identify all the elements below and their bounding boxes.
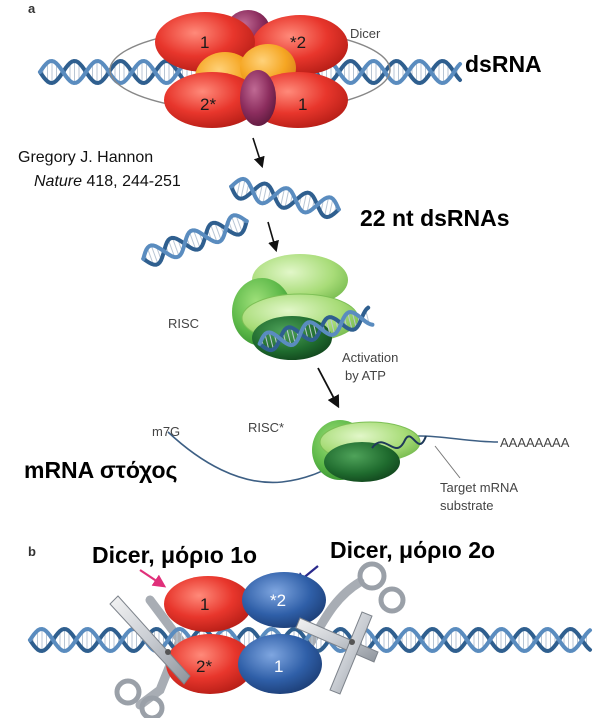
helix-base-pair [302, 192, 308, 212]
target-pointer [434, 445, 461, 479]
polya-label: AAAAAAAA [500, 435, 570, 450]
helix-base-pair [351, 312, 357, 329]
dicer1-subunit-bottom: 2* [196, 657, 212, 676]
activation-label-line1: Activation [342, 350, 398, 365]
helix-base-pair [262, 184, 268, 204]
dicer-molecule-2-label: Dicer, μόριο 2ο [330, 537, 495, 563]
helix-base-pair [328, 198, 334, 217]
helix-base-pair [188, 231, 197, 250]
citation-volume-pages: 418, 244-251 [82, 173, 181, 190]
dicer-subunit-2-bottom: 2* [200, 95, 216, 114]
activation-label-line2: by ATP [345, 368, 386, 383]
cap-label: m7G [152, 424, 180, 439]
helix-base-pair [286, 327, 292, 346]
dicer2-subunit-top: *2 [270, 591, 286, 610]
helix-base-pair [214, 222, 222, 241]
dicer-complex [155, 10, 348, 128]
arrow-activation [317, 367, 340, 409]
dicer-molecule-1-label: Dicer, μόριο 1ο [92, 542, 257, 568]
risc-label: RISC [168, 316, 199, 331]
dicer-helicase-bottom [240, 70, 276, 126]
helix-base-pair [280, 188, 285, 207]
panel-a-label: a [28, 1, 36, 16]
helix-base-pair [231, 216, 239, 235]
helix-base-pair [307, 322, 314, 340]
citation-author: Gregory J. Hannon [18, 149, 153, 166]
helix-base-pair [290, 327, 296, 344]
dicer1-subunit-top: 1 [200, 595, 209, 614]
arrow-dicer-1 [139, 569, 167, 588]
helix-base-pair [235, 215, 243, 233]
sirna-helix-upper [229, 176, 341, 220]
helix-backbone [257, 305, 371, 353]
helix-base-pair [193, 230, 201, 249]
helix-base-pair [167, 239, 176, 258]
dicer1-top [164, 576, 252, 632]
dicer-paz-bottom-left [164, 72, 260, 128]
helix-backbone [229, 181, 341, 220]
risc-active-label: RISC* [248, 420, 284, 435]
helix-backbone [257, 309, 375, 348]
risc-active-dark-green [324, 442, 400, 482]
helix-backbone [141, 213, 249, 261]
small-rna-label: 22 nt dsRNAs [360, 205, 510, 231]
sirna-helix-lower [141, 213, 249, 267]
dicer-label: Dicer [350, 26, 381, 41]
helix-base-pair [324, 197, 330, 217]
mrna-target-label: mRNA στόχος [24, 457, 177, 483]
arrow-dicing [252, 137, 265, 169]
panel-b-label: b [28, 544, 36, 559]
helix-backbone [229, 176, 341, 215]
risc-active-guide-strand [371, 435, 427, 449]
helix-base-pair [258, 183, 263, 202]
helix-base-pair [264, 333, 270, 350]
dicer-subunit-2-top: *2 [290, 33, 306, 52]
helix-base-pair [329, 317, 336, 335]
dsrna-label: dsRNA [465, 51, 542, 77]
helix-base-pair [150, 245, 159, 265]
risc-active-complex [312, 420, 421, 482]
scissors-right-blade [295, 611, 379, 695]
helix-base-pair [171, 237, 180, 257]
helix-base-pair [268, 332, 274, 350]
helix-base-pair [284, 188, 290, 208]
helix-backbone [141, 219, 249, 267]
helix-base-pair [146, 247, 154, 265]
dicer2-bottom [238, 634, 322, 694]
dicer2-top [242, 572, 326, 628]
helix-base-pair [236, 179, 241, 197]
risc-bound-sirna [257, 305, 375, 353]
arrow-risc-loading [267, 221, 279, 253]
citation-journal: Nature [34, 173, 82, 190]
dicer2-subunit-bottom: 1 [274, 657, 283, 676]
scissors-left-blade [109, 595, 191, 685]
helix-base-pair [210, 223, 218, 243]
target-label-line2: substrate [440, 498, 493, 513]
dicer-subunit-1-top: 1 [200, 33, 209, 52]
dicer-subunit-1-bottom: 1 [298, 95, 307, 114]
helix-base-pair [325, 318, 331, 335]
target-label-line1: Target mRNA [440, 480, 518, 495]
helix-base-pair [347, 312, 353, 330]
helix-base-pair [306, 193, 312, 213]
helix-base-pair [240, 179, 246, 199]
citation-ref: Nature 418, 244-251 [34, 173, 181, 190]
